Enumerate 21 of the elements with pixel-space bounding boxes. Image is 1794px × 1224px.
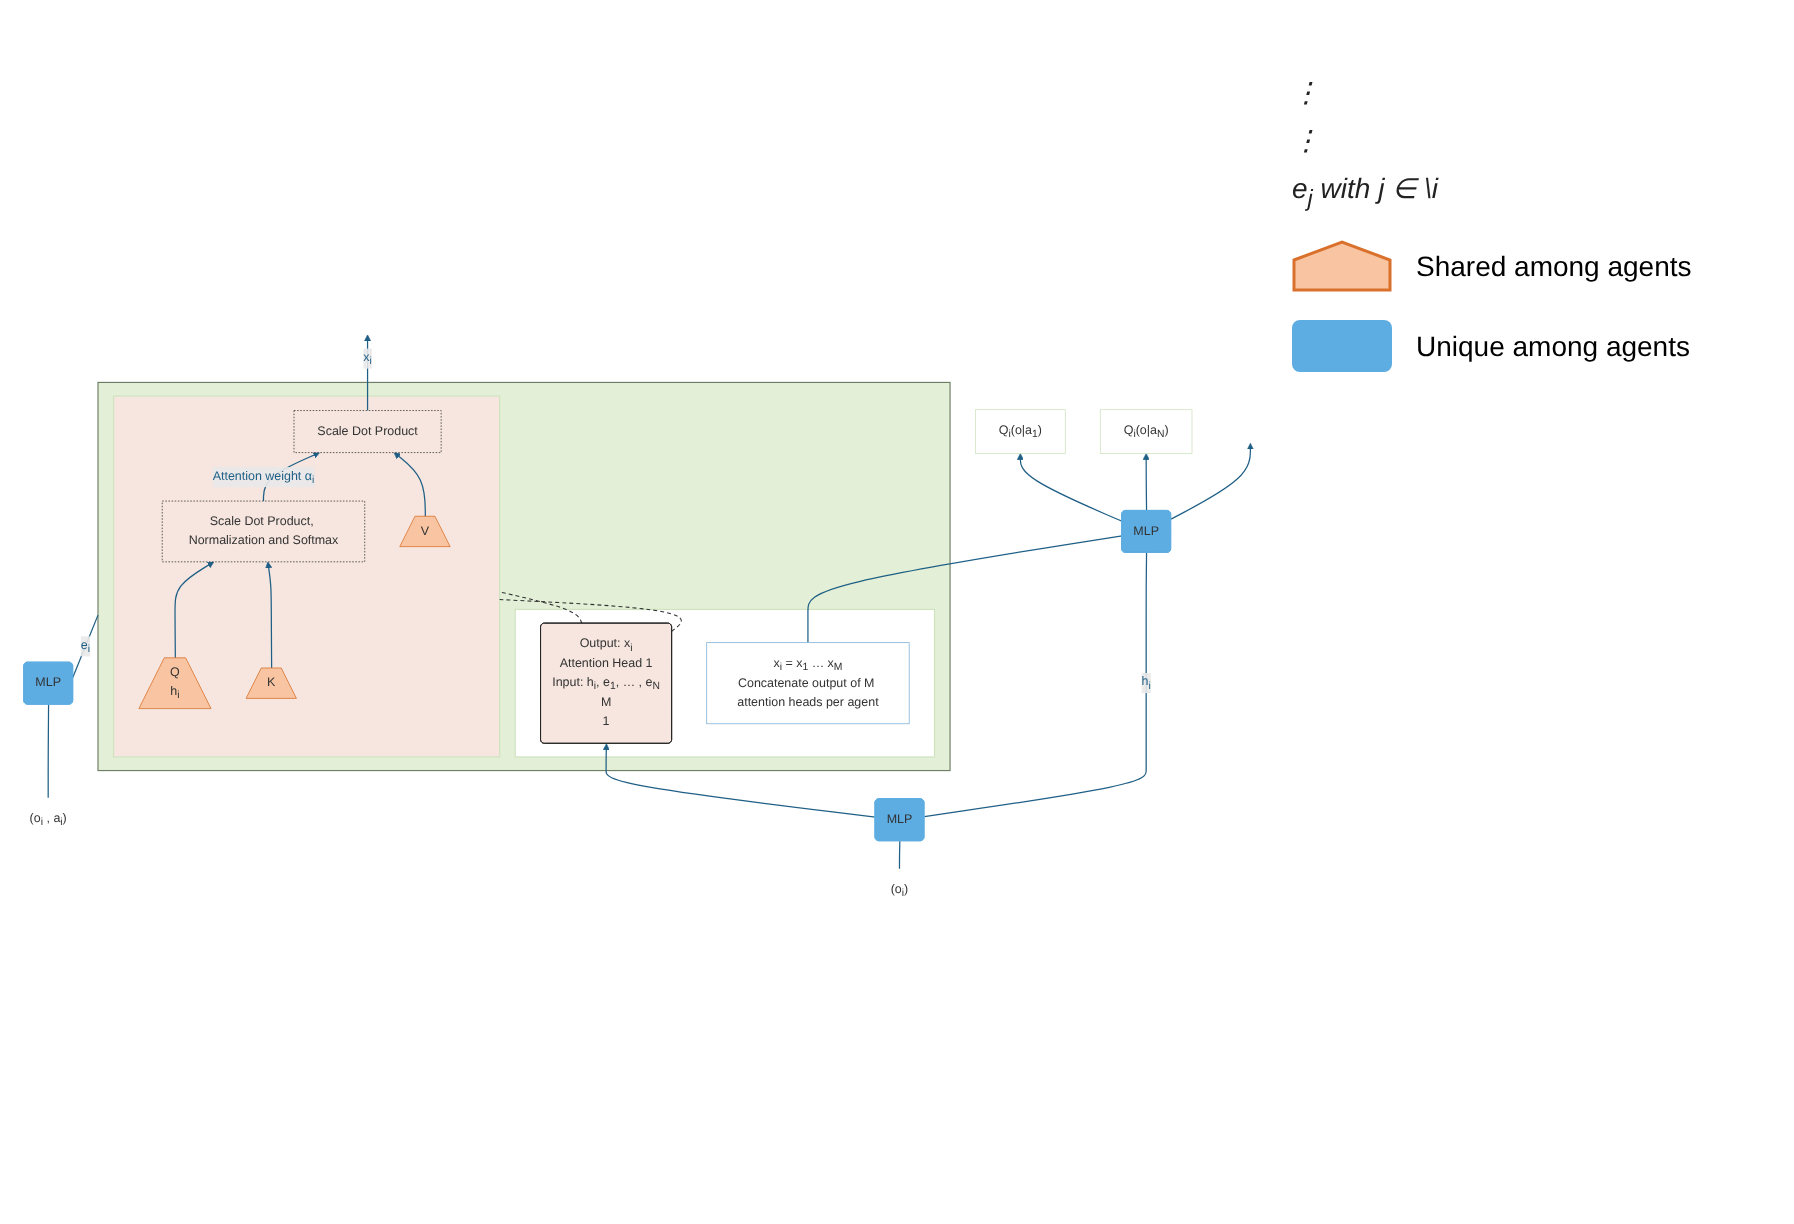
cluster <box>113 395 501 758</box>
connector-line <box>47 704 50 799</box>
legend-text: Unique among agents <box>1416 329 1690 362</box>
note-text: ⋮ <box>1292 124 1322 156</box>
arrow <box>602 743 876 818</box>
note-text: ⋮ <box>1292 76 1322 108</box>
connector-line <box>923 552 1148 818</box>
arrow <box>364 334 371 412</box>
arrow <box>1016 453 1123 522</box>
arrow <box>265 561 273 670</box>
legend-text: Shared among agents <box>1416 249 1692 282</box>
connector-line <box>72 614 99 679</box>
arrow <box>174 561 215 659</box>
connector-line <box>807 535 1123 644</box>
cluster <box>97 381 951 772</box>
arrow <box>1170 442 1254 520</box>
connector-line <box>898 840 901 870</box>
note-text: e$_{j}$ with j ∈ \i <box>1292 172 1441 212</box>
cluster <box>514 608 936 758</box>
arrow <box>393 452 426 518</box>
arrow <box>1142 453 1150 512</box>
